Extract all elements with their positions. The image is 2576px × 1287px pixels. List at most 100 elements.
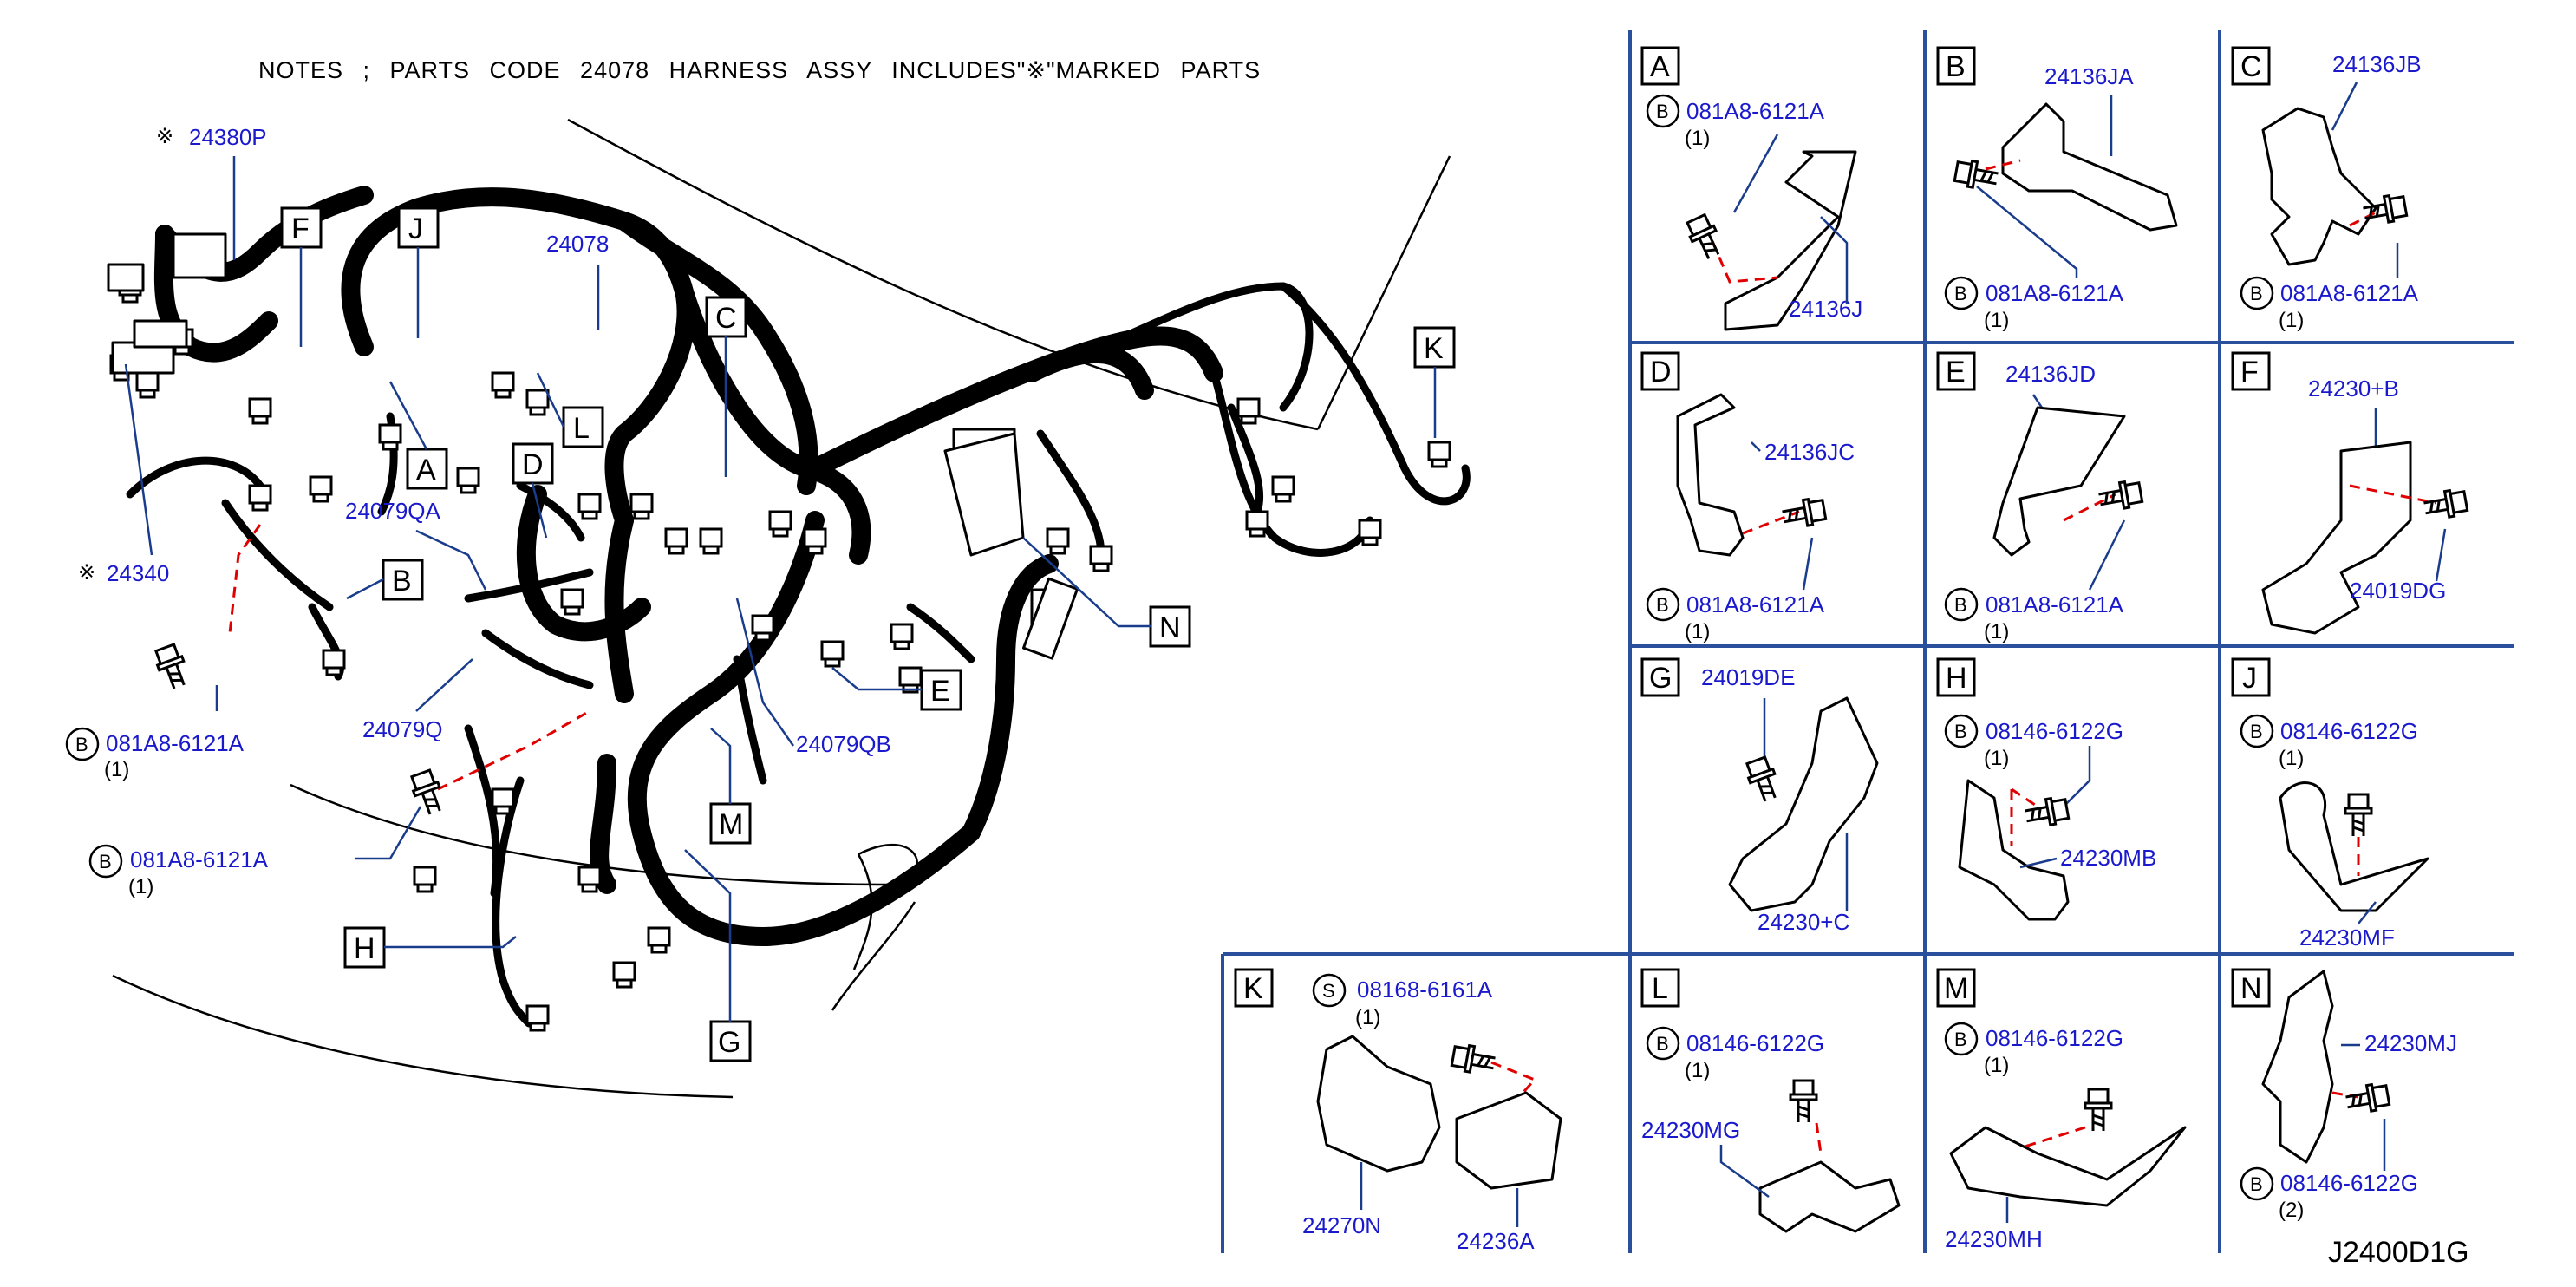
mark-24380P: ※ [156,125,173,148]
svg-text:L: L [573,412,590,445]
label-24079QA: 24079QA [345,498,441,524]
svg-text:K: K [1424,332,1444,365]
panel-B: B 24136JA B 081A8-6121A (1) [1936,46,2178,332]
callout-E: E [831,667,962,711]
bolt2-symbol: B [99,851,112,872]
panel-L: L B 08146-6122G (1) 24230MG [1640,968,1901,1233]
panel-N-code: 08146-6122G [2280,1170,2418,1196]
detail-grid [1221,30,2514,1253]
svg-text:B: B [2250,1173,2263,1195]
panel-K: K S 08168-6161A (1) 24270N 24236A [1234,968,1562,1254]
svg-text:B: B [1954,283,1967,304]
svg-text:K: K [1243,972,1263,1005]
panel-H: H B 08146-6122G (1) 24230MB [1936,657,2156,921]
svg-text:B: B [1656,101,1669,122]
svg-text:(2): (2) [2279,1199,2304,1222]
panel-G-part-1: 24230+C [1758,909,1849,935]
label-24079QB: 24079QB [796,731,891,757]
panel-D-code: 081A8-6121A [1686,591,1825,617]
panel-F-part-0: 24230+B [2308,376,2399,402]
panel-G: G 24019DE 24230+C [1640,657,1879,935]
callout-B: B [346,559,424,601]
drawing-code: J2400D1G [2328,1236,2469,1269]
bolt2-code: 081A8-6121A [130,846,269,872]
panel-C-code: 081A8-6121A [2280,280,2419,306]
svg-text:(1): (1) [1685,127,1710,150]
callout-K: K [1413,326,1456,438]
svg-text:(1): (1) [1355,1006,1380,1029]
callout-N: N [1022,537,1191,648]
svg-text:E: E [930,675,950,708]
panel-A: A B 081A8-6121A (1) 24136J [1640,46,1862,331]
svg-text:F: F [2240,356,2259,389]
panel-K-code: 08168-6161A [1357,977,1493,1003]
svg-text:S: S [1322,980,1335,1002]
bolt1-qty: (1) [104,758,129,781]
svg-text:B: B [1656,1033,1669,1055]
svg-text:J: J [408,212,423,245]
panel-J-code: 08146-6122G [2280,718,2418,744]
callout-J: J [397,206,440,338]
panel-J: J B 08146-6122G (1) 24230MF [2231,657,2429,951]
svg-text:B: B [1656,594,1669,616]
panel-A-code: 081A8-6121A [1686,98,1825,124]
panel-E-part-0: 24136JD [2005,361,2096,387]
label-24340: 24340 [107,560,169,586]
svg-text:B: B [1946,50,1966,83]
svg-text:B: B [2250,283,2263,304]
label-24380P: 24380P [189,124,267,150]
panel-L-part-0: 24230MG [1641,1117,1740,1143]
svg-text:M: M [1944,972,1968,1005]
callout-F: F [280,206,323,347]
svg-text:G: G [718,1026,740,1059]
main-letter-callouts: F J C K L A D B N E M H G [280,206,1456,1062]
bolt2-qty: (1) [128,875,153,898]
panel-F: F 24230+B 24019DG [2231,351,2469,635]
panel-M-code: 08146-6122G [1986,1025,2123,1051]
svg-text:(1): (1) [1984,747,2009,770]
svg-text:C: C [715,302,737,335]
panel-G-part-0: 24019DE [1701,664,1795,690]
panel-L-code: 08146-6122G [1686,1030,1824,1056]
callout-A: A [388,381,448,490]
panel-H-part-0: 24230MB [2060,845,2156,871]
svg-text:H: H [1946,662,1967,695]
svg-text:B: B [392,565,412,598]
bolt1-symbol: B [75,734,88,755]
main-labels: ※ 24380P ※ 24340 24078 24079QA 24079Q 24… [65,124,891,898]
main-harness-drawing [107,118,1471,1099]
svg-text:B: B [1954,1029,1967,1050]
panel-D-part-0: 24136JC [1764,439,1855,465]
svg-text:(1): (1) [1984,620,2009,644]
panel-M-part-0: 24230MH [1945,1226,2043,1252]
svg-text:A: A [1650,50,1670,83]
svg-text:(1): (1) [2279,747,2304,770]
svg-text:B: B [1954,594,1967,616]
panel-C-part-0: 24136JB [2332,51,2422,77]
callout-D: D [512,442,554,539]
label-24078: 24078 [546,231,609,257]
notes-text: NOTES ; PARTS CODE 24078 HARNESS ASSY IN… [258,57,1261,83]
panel-A-part-0: 24136J [1789,296,1862,322]
panel-K-part-1: 24236A [1457,1228,1535,1254]
svg-text:M: M [719,808,743,841]
mark-24340: ※ [78,561,95,585]
svg-text:N: N [2240,972,2262,1005]
panel-N: N 24230MJ B 08146-6122G (2) [2231,968,2457,1222]
panel-N-part-0: 24230MJ [2364,1030,2457,1056]
callout-G: G [684,849,752,1062]
svg-text:G: G [1649,662,1672,695]
panel-K-part-0: 24270N [1302,1212,1381,1238]
svg-text:C: C [2240,50,2262,83]
svg-text:L: L [1652,972,1668,1005]
panel-M: M B 08146-6122G (1) 24230MH [1936,968,2187,1252]
callout-M: M [709,728,752,845]
panel-C: C 24136JB B 081A8-6121A (1) [2231,46,2422,332]
svg-text:H: H [354,932,375,965]
svg-text:F: F [291,212,310,245]
svg-text:(1): (1) [1685,1059,1710,1082]
label-24079Q: 24079Q [362,716,443,742]
svg-text:E: E [1946,356,1966,389]
svg-text:A: A [416,454,436,487]
